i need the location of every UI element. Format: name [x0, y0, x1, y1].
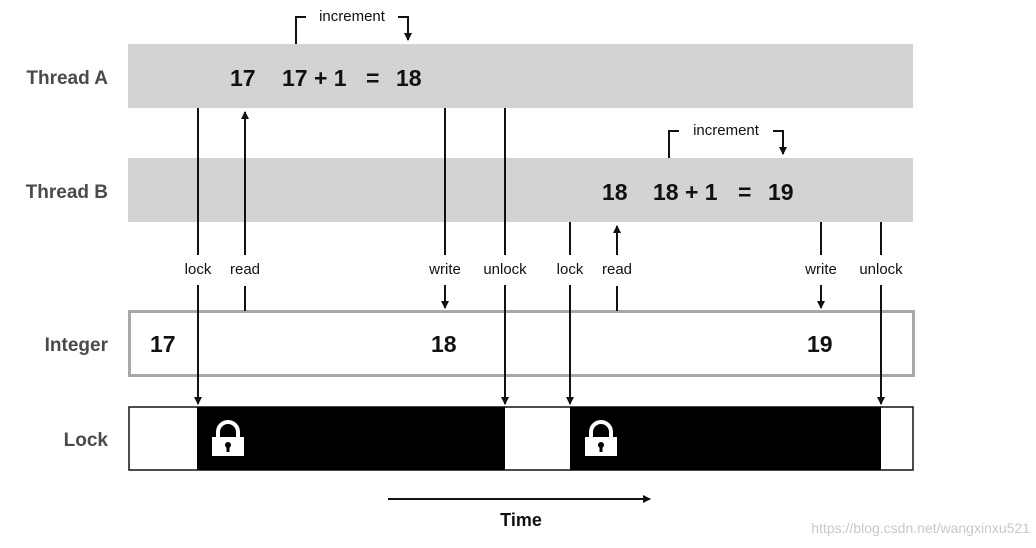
thread-b-label: Thread B: [26, 182, 108, 203]
lock-label: Lock: [64, 430, 109, 451]
unlock-b-label: unlock: [859, 261, 903, 278]
increment-bracket-a: [295, 16, 408, 44]
lock-held-b: [570, 407, 881, 470]
thread-b-band: [128, 158, 913, 222]
integer-value-after-b: 19: [807, 331, 833, 357]
thread-a-equals: =: [366, 65, 379, 91]
increment-label-a: increment: [319, 8, 386, 25]
integer-initial-value: 17: [150, 331, 176, 357]
thread-b-equals: =: [738, 179, 751, 205]
increment-bracket-b: [668, 130, 783, 158]
thread-a-band: [128, 44, 913, 108]
write-a-label: write: [428, 261, 461, 278]
lock-icon: [212, 420, 244, 456]
time-label: Time: [500, 510, 542, 530]
integer-label: Integer: [45, 335, 109, 356]
thread-a-result: 18: [396, 65, 422, 91]
read-a-label: read: [230, 261, 260, 278]
lock-icon: [585, 420, 617, 456]
increment-label-b: increment: [693, 122, 760, 139]
lock-held-a: [197, 407, 505, 470]
read-b-label: read: [602, 261, 632, 278]
thread-b-result: 19: [768, 179, 794, 205]
watermark: https://blog.csdn.net/wangxinxu521: [811, 520, 1030, 536]
thread-b-expression: 18 + 1: [653, 179, 718, 205]
thread-b-read-value: 18: [602, 179, 628, 205]
thread-a-expression: 17 + 1: [282, 65, 347, 91]
lock-b-label: lock: [557, 261, 584, 278]
lock-a-label: lock: [185, 261, 212, 278]
integer-value-after-a: 18: [431, 331, 457, 357]
integer-box: [128, 310, 915, 377]
unlock-a-label: unlock: [483, 261, 527, 278]
thread-a-label: Thread A: [26, 68, 108, 89]
thread-a-read-value: 17: [230, 65, 256, 91]
write-b-label: write: [804, 261, 837, 278]
